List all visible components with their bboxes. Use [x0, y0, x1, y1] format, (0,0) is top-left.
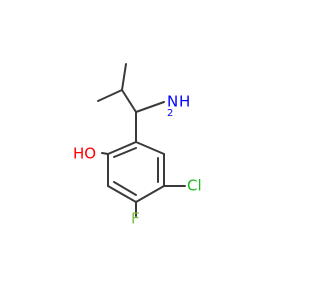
amine-n-label: N [167, 93, 178, 111]
amine-h-label: H [179, 93, 190, 111]
structure-canvas: HO N H 2 Cl F [73, 63, 202, 228]
ring-bond-c3-c4 [135, 185, 165, 203]
chlorine-label: Cl [187, 177, 202, 195]
bond-isopropyl-methyl-left [97, 89, 123, 102]
molecule-structure: HO N H 2 Cl F [73, 63, 202, 228]
ring-bond-c6-c1 [107, 141, 137, 155]
ring-double-bond-c6-c1 [113, 147, 137, 158]
bond-isopropyl-methyl-up [121, 63, 127, 91]
amine-h-subscript: 2 [167, 108, 173, 119]
ring-bond-c1-c2 [135, 141, 165, 155]
bond-ch-to-isopropyl [121, 89, 137, 113]
ring-double-bond-c4-c5 [113, 181, 137, 196]
ring-bond-c4-c5 [107, 185, 137, 203]
hydroxyl-label: HO [73, 145, 96, 163]
bond-ring-to-oh [101, 152, 109, 155]
bond-ch-to-nh2 [135, 101, 165, 113]
fluorine-label: F [131, 210, 140, 228]
